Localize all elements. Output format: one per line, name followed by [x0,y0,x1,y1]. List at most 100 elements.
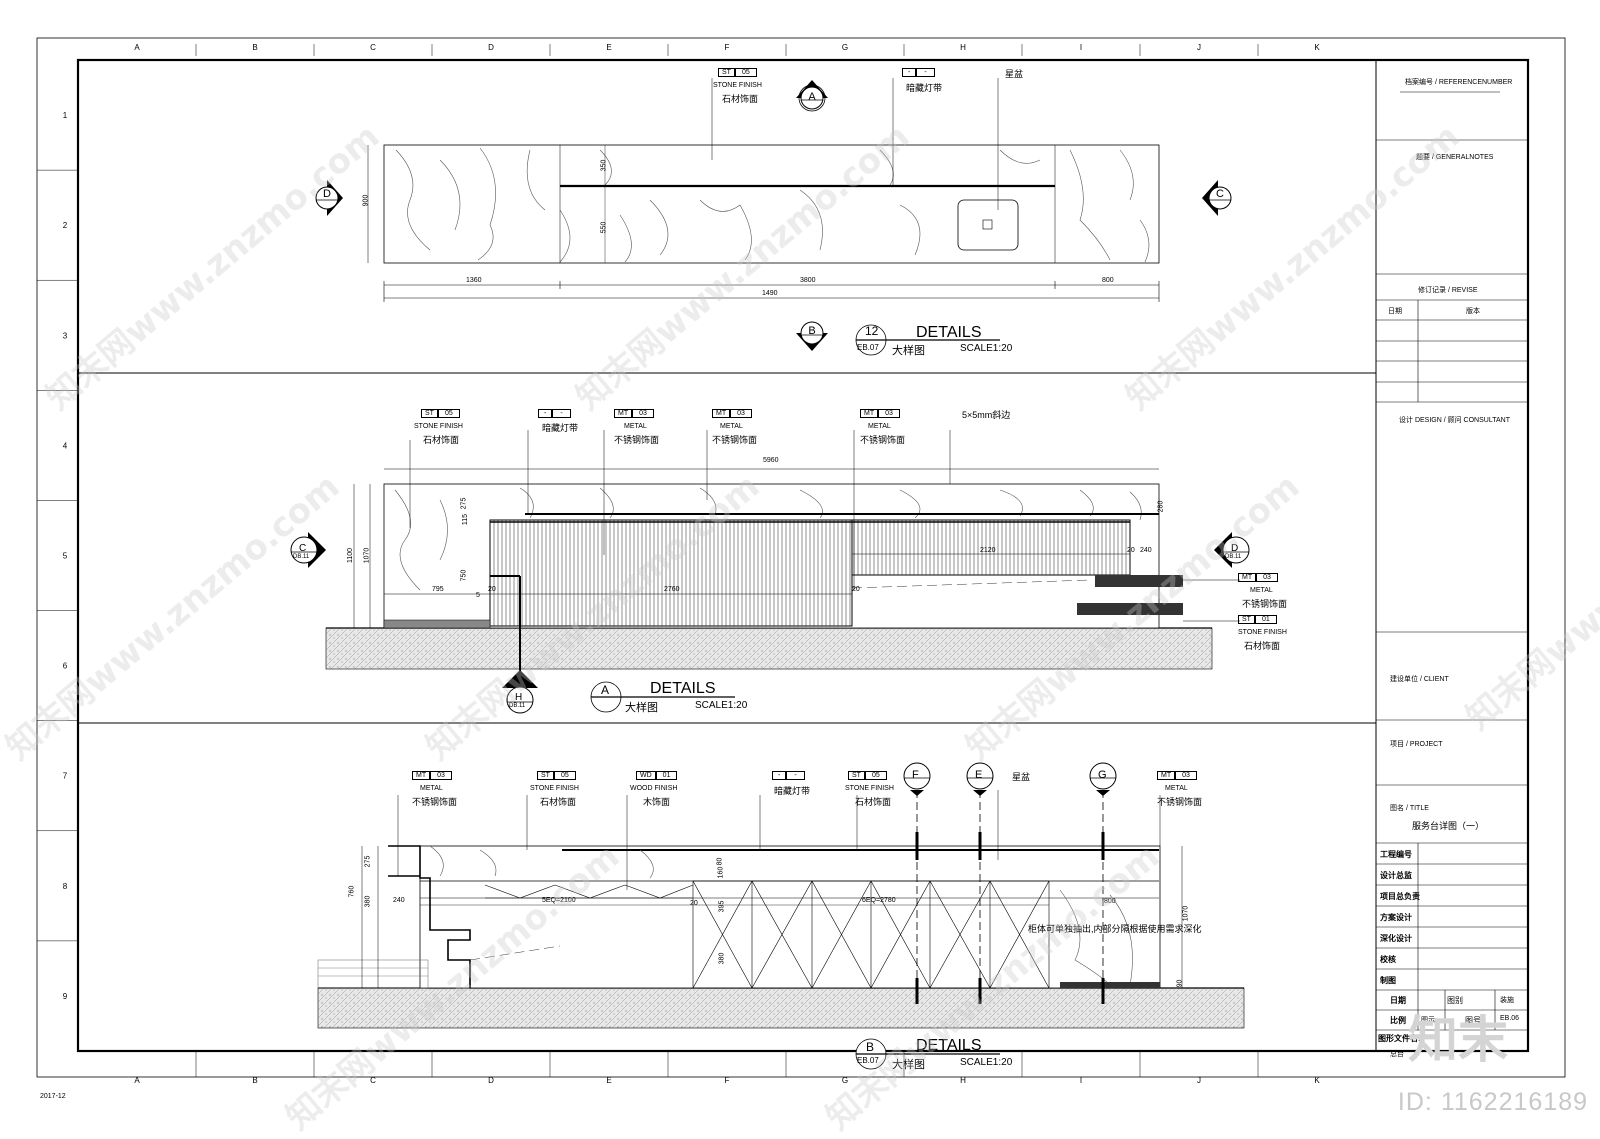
metal-panel-b [851,519,1131,576]
detail-title: DETAILS [650,680,716,697]
callout-en: WOOD FINISH [630,785,678,792]
grid-column-label: F [725,43,730,52]
dim-total-width: 5960 [763,457,779,464]
dim-lower: 550 [600,221,608,234]
grid-row-label: 5 [63,552,68,561]
symbol-number: 12 [865,324,879,338]
callout-en: METAL [1165,785,1188,792]
sink-basin [957,199,1019,251]
tb-client: 建设单位 / CLIENT [1390,676,1449,683]
dim-90: 90 [1176,979,1184,988]
grid-column-label: D [488,1076,494,1085]
dim-395: 395 [718,900,726,913]
callout-en: METAL [420,785,443,792]
tb-file-value: 总台 [1390,1051,1404,1058]
dim-20: 20 [1127,547,1135,554]
callout-cn: 石材饰面 [540,797,577,807]
callout-cn: 暗藏灯带 [542,423,579,433]
section-mark-c [1202,180,1232,216]
tb-revise: 修订记录 / REVISE [1418,287,1478,294]
side-callout-cn: 石材饰面 [1244,641,1281,651]
tb-file-label: 图形文件名: [1378,1034,1421,1043]
callout-cn: 暗藏灯带 [906,83,943,93]
tb-general-notes: 题要 / GENERALNOTES [1416,154,1494,161]
callout-en: METAL [720,423,743,430]
callout-cn: 不锈钢饰面 [1157,797,1203,807]
section-mark-c-db [290,532,326,568]
grid-column-label: I [1080,1076,1082,1085]
grid-row-label: 8 [63,882,68,891]
grid-column-label: K [1314,43,1320,52]
dim-240: 240 [393,897,405,904]
dim-gap: 240 [1140,547,1152,554]
dim-total-height: 760 [348,885,356,898]
grid-column-label: J [1197,1076,1201,1085]
mark-ref: DB.11 [293,554,310,560]
callout-en: METAL [624,423,647,430]
tb-design: 设计 DESIGN / 顾问 CONSULTANT [1399,417,1510,424]
side-callout-en: STONE FINISH [1238,629,1287,636]
dim-upper: 350 [600,159,608,172]
detail-subtitle: 大样图 [892,345,925,357]
metal-panel-a [489,519,853,627]
detail-title: DETAILS [916,1037,982,1054]
grid-row-label: 4 [63,441,68,450]
grid-column-label: G [842,43,848,52]
tb-title-value: 服务台详图（一） [1412,821,1485,831]
detail-2-drawing [325,430,1240,700]
callout-cn: 石材饰面 [722,94,759,104]
section-mark-d [315,180,343,216]
grid-column-label: F [725,1076,730,1085]
grid-row-label: 1 [63,111,68,120]
grid-row-label: 3 [63,331,68,340]
detail-title: DETAILS [916,324,982,341]
grid-column-label: D [488,43,494,52]
dim-mid: 750 [460,569,468,582]
dim-eq2: 6EQ=2780 [862,897,896,904]
callout-en: METAL [868,423,891,430]
dim-panel: 2760 [664,586,680,593]
dim-800: 800 [1104,898,1116,905]
tb-date-label: 日期 [1390,996,1406,1005]
tb-row-label: 项目总负责 [1380,892,1420,901]
grid-column-label: B [252,1076,257,1085]
callout-cn: 石材饰面 [855,797,892,807]
watermark-id: ID: 1162216189 [1397,1088,1588,1116]
watermark-logo: 知末 [1408,1011,1508,1069]
dim-5: 5 [476,592,480,599]
callout-en: STONE FINISH [845,785,894,792]
mark-letter: C [1216,188,1224,200]
callout-cn: 暗藏灯带 [774,786,811,796]
detail-scale: SCALE1:20 [960,1057,1013,1068]
date-stamp: 2017-12 [40,1093,66,1100]
dim-height: 900 [362,194,370,207]
detail-1-title-block [855,324,1000,356]
callout-code: -- [772,770,805,780]
dim-80: 80 [716,857,724,866]
grid-row-label: 2 [63,221,68,230]
mark-letter: D [323,188,331,200]
mark-letter: D [1231,543,1239,554]
callout-en: STONE FINISH [414,423,463,430]
symbol-ref: EB.07 [857,1056,879,1065]
dim-strip: 115 [462,513,470,526]
callout-cn: 5×5mm斜边 [962,410,1011,420]
grid-column-label: H [960,43,966,52]
detail-3-title-block [855,1038,1000,1070]
tb-revise-date: 日期 [1388,308,1402,315]
callout-code-light: -- [902,67,935,77]
dim-1070: 1070 [1182,905,1190,922]
section-mark-b [796,321,828,351]
counter-top-plan [383,144,1160,264]
tb-row-label: 设计总监 [1380,871,1412,880]
